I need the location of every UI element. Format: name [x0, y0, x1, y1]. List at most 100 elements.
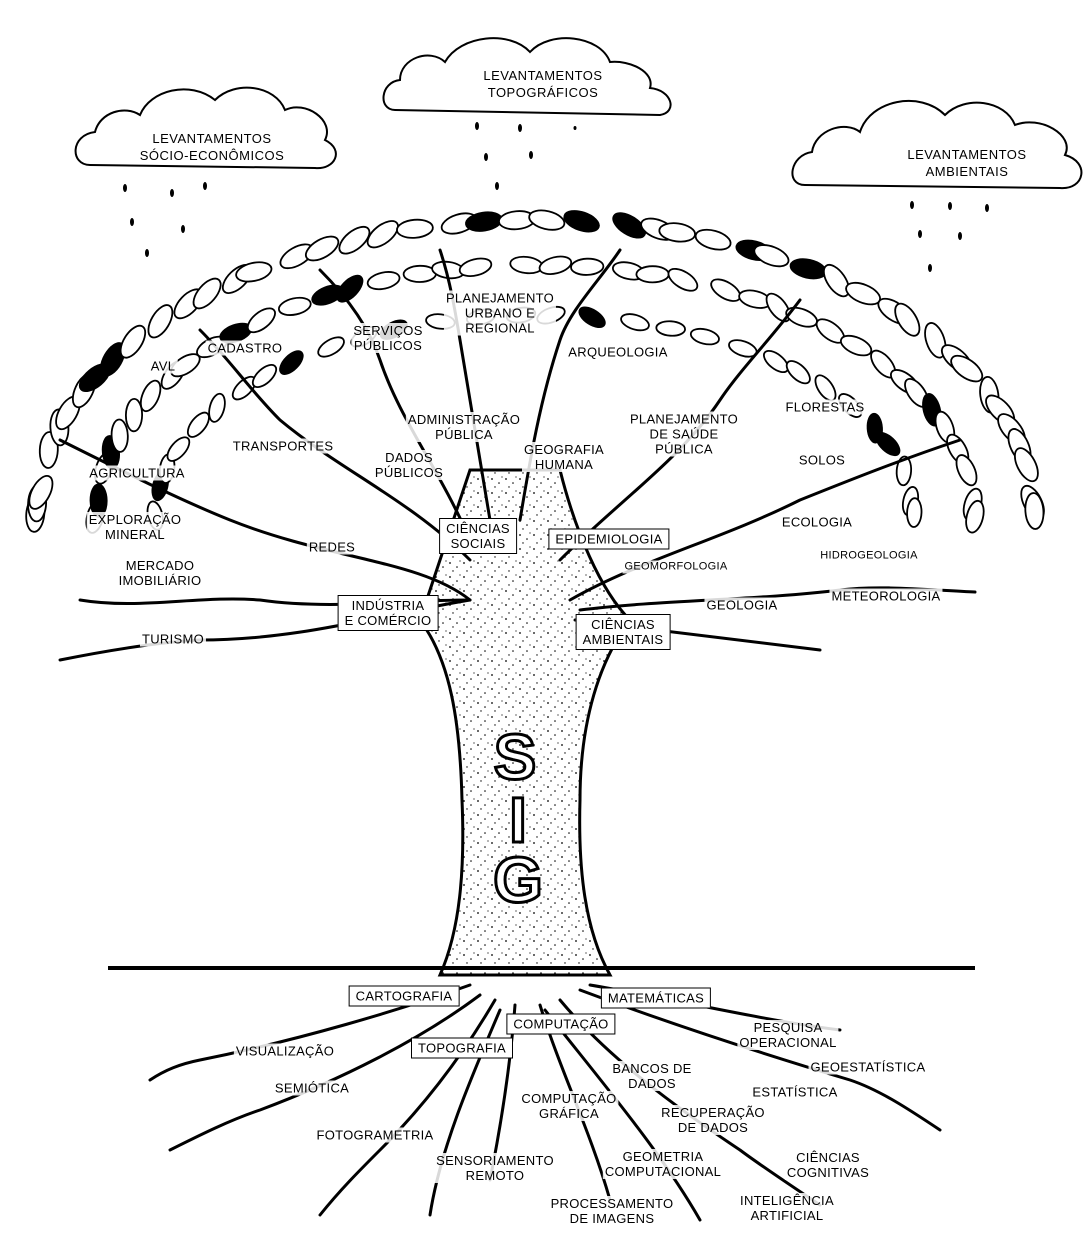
- branch-label-public-data: DADOS PÚBLICOS: [372, 450, 446, 480]
- root-label-artificial-intelligence: INTELIGÊNCIA ARTIFICIAL: [738, 1193, 836, 1223]
- leaf: [235, 261, 273, 283]
- root-label-data-retrieval: RECUPERAÇÃO DE DADOS: [659, 1105, 767, 1135]
- trunk-letter-s: S: [492, 721, 538, 793]
- leaf: [763, 349, 789, 374]
- leaf: [635, 265, 670, 284]
- branch-label-meteorology: METEOROLOGIA: [829, 588, 943, 604]
- branch-label-forests: FLORESTAS: [783, 399, 867, 415]
- root-box-cartography: CARTOGRAFIA: [348, 985, 460, 1007]
- leaf: [950, 354, 984, 383]
- leaf: [124, 398, 144, 433]
- leaf: [110, 418, 129, 453]
- root-box-mathematics: MATEMÁTICAS: [600, 987, 712, 1009]
- leaf: [396, 218, 434, 239]
- rain-drops: [123, 122, 989, 272]
- leaf: [246, 307, 276, 334]
- branch-label-networks: REDES: [306, 539, 358, 555]
- branch-label-mineral-exploration: EXPLORAÇÃO MINERAL: [86, 512, 184, 542]
- cloud-label-topographic: LEVANTAMENTOS TOPOGRÁFICOS: [483, 68, 603, 100]
- leaf: [366, 271, 401, 291]
- leaf: [620, 313, 650, 332]
- leaf: [147, 304, 174, 339]
- leaf: [965, 499, 985, 534]
- branch-box-social-sciences: CIÊNCIAS SOCIAIS: [439, 518, 517, 554]
- branch-box-industry-commerce: INDÚSTRIA E COMÉRCIO: [337, 595, 439, 631]
- root-label-semiotics: SEMIÓTICA: [272, 1080, 352, 1096]
- branch-label-tourism: TURISMO: [139, 631, 207, 647]
- leaf: [538, 255, 573, 275]
- branch-box-epidemiology: EPIDEMIOLOGIA: [548, 528, 670, 550]
- leaf: [119, 324, 147, 359]
- cloud-label-socio-economic: LEVANTAMENTOS SÓCIO-ECONÔMICOS: [139, 131, 285, 163]
- root-label-geostatistics: GEOESTATÍSTICA: [808, 1059, 928, 1075]
- trunk-letter-i: I: [508, 784, 529, 856]
- branch-label-geology: GEOLOGIA: [704, 597, 780, 613]
- branch-label-cadastre: CADASTRO: [205, 340, 285, 356]
- branches: [58, 248, 977, 662]
- leaf: [366, 220, 399, 249]
- root-label-computational-geometry: GEOMETRIA COMPUTACIONAL: [602, 1149, 724, 1179]
- leaf: [570, 257, 605, 276]
- root-label-operations-research: PESQUISA OPERACIONAL: [737, 1020, 839, 1050]
- leaf: [1013, 447, 1039, 483]
- leaf: [789, 258, 827, 280]
- root-label-visualization: VISUALIZAÇÃO: [233, 1043, 337, 1059]
- leaf: [186, 411, 210, 438]
- leaf: [924, 322, 947, 359]
- root-label-photogrammetry: FOTOGRAMETRIA: [314, 1127, 436, 1143]
- leaf: [839, 334, 873, 357]
- root-label-image-processing: PROCESSAMENTO DE IMAGENS: [548, 1196, 676, 1226]
- root-label-statistics: ESTATÍSTICA: [750, 1084, 840, 1100]
- root-label-cognitive-sciences: CIÊNCIAS COGNITIVAS: [784, 1150, 872, 1180]
- branch-label-ecology: ECOLOGIA: [779, 514, 855, 530]
- cloud-topographic: [382, 37, 672, 117]
- leaf: [279, 350, 304, 375]
- branch-label-archaeology: ARQUEOLOGIA: [566, 344, 670, 360]
- leaf: [1024, 492, 1045, 530]
- leaf: [667, 267, 699, 292]
- leaf: [785, 306, 818, 328]
- root-box-topography: TOPOGRAFIA: [411, 1037, 513, 1059]
- leaf: [710, 278, 742, 302]
- branch-label-transport: TRANSPORTES: [230, 438, 336, 454]
- leaf: [612, 212, 647, 239]
- leaf: [655, 320, 686, 337]
- branch-box-environmental-sciences: CIÊNCIAS AMBIENTAIS: [575, 614, 671, 650]
- leaf: [689, 327, 720, 346]
- leaf: [906, 497, 923, 528]
- branch-label-urban-planning: PLANEJAMENTO URBANO E REGIONAL: [443, 290, 557, 336]
- leaf: [753, 244, 790, 268]
- leaf: [765, 292, 791, 323]
- leaf: [894, 302, 921, 337]
- leaf: [166, 436, 191, 462]
- leaf: [528, 209, 566, 231]
- leaf: [694, 228, 732, 251]
- branch-label-public-services: SERVIÇOS PÚBLICOS: [351, 323, 425, 353]
- branch-label-avl: AVL: [148, 358, 178, 374]
- leaf: [875, 431, 901, 457]
- leaf: [139, 379, 162, 413]
- leaf: [317, 336, 345, 358]
- branch-label-agriculture: AGRICULTURA: [87, 465, 187, 481]
- leaf: [192, 277, 222, 310]
- branch-label-public-administration: ADMINISTRAÇÃO PÚBLICA: [405, 412, 523, 442]
- leaf: [304, 235, 340, 262]
- leaf: [578, 306, 606, 329]
- cloud-socio-economic: [74, 86, 337, 170]
- leaf: [895, 455, 913, 487]
- root-box-computing: COMPUTAÇÃO: [506, 1013, 616, 1035]
- leaf: [277, 296, 312, 316]
- cloud-environmental: [791, 99, 1083, 190]
- leaf: [28, 475, 54, 510]
- leaf: [845, 281, 882, 306]
- branch-label-hydrogeology: HIDROGEOLOGIA: [818, 549, 920, 563]
- branch-label-real-estate: MERCADO IMOBILIÁRIO: [116, 558, 204, 588]
- branch-label-human-geography: GEOGRAFIA HUMANA: [522, 442, 606, 472]
- leaf: [822, 263, 850, 298]
- branch-label-public-health-planning: PLANEJAMENTO DE SAÚDE PÚBLICA: [627, 411, 741, 457]
- leaf: [251, 364, 278, 388]
- leaf: [785, 360, 811, 385]
- leaf: [458, 257, 493, 278]
